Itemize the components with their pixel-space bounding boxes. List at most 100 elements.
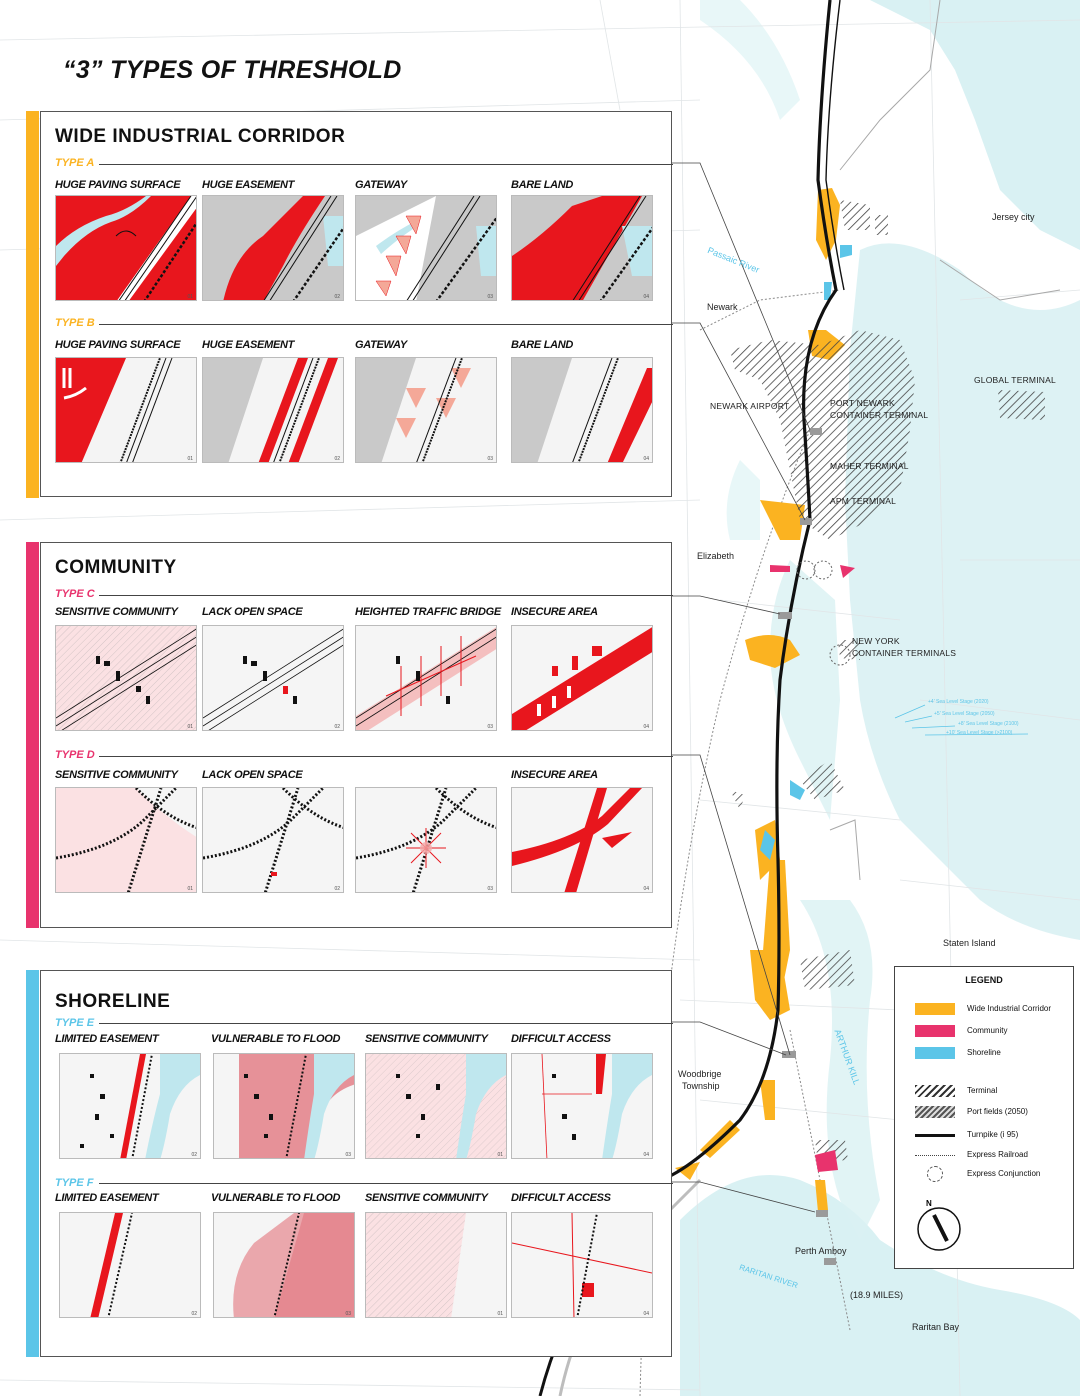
type-b-thumb-3: 03 [355, 357, 497, 463]
thumb-label: BARE LAND [511, 339, 574, 351]
legend-label: Port fields (2050) [967, 1107, 1028, 1116]
station-markers [778, 428, 836, 1265]
place-ny-container-1: NEW YORK [852, 636, 900, 646]
sea-level-2020: +4' Sea Level Stage (2020) [928, 699, 989, 705]
place-container-terminal: CONTAINER TERMINAL [830, 410, 929, 420]
thumb-label: INSECURE AREA [511, 769, 598, 781]
thumb-label: INSECURE AREA [511, 606, 598, 618]
legend-item-community: Community [915, 1025, 1075, 1039]
type-e-thumb-4: 04 [511, 1053, 653, 1159]
map-legend: LEGEND Wide Industrial Corridor Communit… [894, 966, 1074, 1269]
legend-item-shoreline: Shoreline [915, 1047, 1075, 1061]
thumb-label: LIMITED EASEMENT [55, 1192, 159, 1204]
thumb-number: 04 [643, 294, 649, 300]
legend-swatch [915, 1047, 955, 1059]
terminal-areas [730, 200, 1045, 1162]
legend-label: Turnpike (i 95) [967, 1130, 1019, 1139]
type-a-thumb-4: 04 [511, 195, 653, 301]
place-raritan-bay: Raritan Bay [912, 1322, 960, 1332]
thumb-label: HUGE EASEMENT [202, 339, 295, 351]
legend-label: Wide Industrial Corridor [967, 1004, 1052, 1013]
place-apm-terminal: APM TERMINAL [830, 496, 897, 506]
type-f-thumb-4: 04 [511, 1212, 653, 1318]
thumb-number: 04 [643, 1152, 649, 1158]
thumb-label: DIFFICULT ACCESS [511, 1192, 611, 1204]
shoreline-panel: SHORELINE TYPE E LIMITED EASEMENT VULNER… [40, 970, 673, 1357]
thumb-number: 01 [187, 456, 193, 462]
north-label: N [926, 1199, 932, 1208]
legend-swatch [915, 1106, 955, 1118]
legend-item-terminal: Terminal [915, 1085, 1075, 1099]
place-newark-airport: NEWARK AIRPORT [710, 401, 790, 411]
legend-label: Community [967, 1026, 1008, 1035]
place-woodbridge-1: Woodbrige [678, 1069, 722, 1079]
sea-level-2100: +8' Sea Level Stage (2100) [958, 721, 1019, 727]
thumb-number: 01 [187, 294, 193, 300]
legend-item-conjunction: Express Conjunction [915, 1166, 1075, 1182]
thumb-number: 04 [643, 456, 649, 462]
legend-swatch [915, 1085, 955, 1097]
thumb-number: 01 [187, 886, 193, 892]
sea-level-beyond: +10' Sea Level Stage (>2100) [946, 730, 1013, 736]
thumb-label: BARE LAND [511, 179, 574, 191]
thumb-number: 01 [497, 1152, 503, 1158]
legend-label: Shoreline [967, 1048, 1001, 1057]
type-b-thumb-1: 01 [55, 357, 197, 463]
type-divider [99, 1183, 673, 1184]
panel-title: COMMUNITY [55, 557, 177, 578]
type-label: TYPE D [55, 749, 95, 761]
thumb-number: 03 [487, 724, 493, 730]
type-f-thumb-3: 01 [365, 1212, 507, 1318]
community-panel: COMMUNITY TYPE C SENSITIVE COMMUNITY LAC… [40, 542, 673, 928]
legend-item-turnpike: Turnpike (i 95) [915, 1129, 1075, 1143]
type-divider [99, 324, 673, 325]
place-woodbridge-2: Township [682, 1081, 720, 1091]
type-label: TYPE F [55, 1177, 94, 1189]
connector-lines [672, 162, 816, 1213]
thumb-label: SENSITIVE COMMUNITY [55, 769, 178, 781]
legend-item-industrial: Wide Industrial Corridor [915, 1003, 1075, 1017]
sea-level-2050: +5' Sea Level Stage (2050) [934, 711, 995, 717]
legend-swatch [927, 1166, 943, 1182]
legend-label: Terminal [967, 1086, 998, 1095]
thumb-label: SENSITIVE COMMUNITY [55, 606, 178, 618]
type-label: TYPE C [55, 588, 95, 600]
thumb-number: 03 [487, 294, 493, 300]
type-a-thumb-1: 01 [55, 195, 197, 301]
type-f-thumb-2: 03 [213, 1212, 355, 1318]
thumb-label: DIFFICULT ACCESS [511, 1033, 611, 1045]
page-title: “3” TYPES OF THRESHOLD [63, 56, 402, 84]
legend-label: Express Conjunction [967, 1169, 1041, 1178]
express-conjunctions [796, 560, 851, 666]
thumb-label: LACK OPEN SPACE [202, 606, 303, 618]
thumb-number: 01 [497, 1311, 503, 1317]
thumb-number: 03 [345, 1152, 351, 1158]
thumb-label: LIMITED EASEMENT [55, 1033, 159, 1045]
community-areas [770, 565, 855, 1172]
thumb-number: 02 [334, 724, 340, 730]
type-d-thumb-1: 01 [55, 787, 197, 893]
industrial-color-bar [26, 111, 39, 498]
thumb-number: 02 [334, 294, 340, 300]
type-d-thumb-3: 03 [355, 787, 497, 893]
thumb-number: 03 [345, 1311, 351, 1317]
type-c-thumb-4: 04 [511, 625, 653, 731]
turnpike-line [671, 0, 838, 1177]
thumb-number: 02 [334, 886, 340, 892]
type-divider [99, 756, 673, 757]
thumb-label: LACK OPEN SPACE [202, 769, 303, 781]
thumb-number: 01 [187, 724, 193, 730]
legend-item-port-fields: Port fields (2050) [915, 1106, 1075, 1120]
type-e-thumb-1: 02 [59, 1053, 201, 1159]
type-label: TYPE E [55, 1017, 95, 1029]
thumb-label: GATEWAY [355, 339, 407, 351]
thumb-number: 03 [487, 456, 493, 462]
thumb-label: SENSITIVE COMMUNITY [365, 1033, 488, 1045]
thumb-number: 03 [487, 886, 493, 892]
legend-swatch [915, 1003, 955, 1015]
community-color-bar [26, 542, 39, 928]
type-b-thumb-2: 02 [202, 357, 344, 463]
industrial-corridor-panel: WIDE INDUSTRIAL CORRIDOR TYPE A HUGE PAV… [40, 111, 673, 497]
type-divider [99, 1023, 673, 1024]
thumb-number: 02 [334, 456, 340, 462]
